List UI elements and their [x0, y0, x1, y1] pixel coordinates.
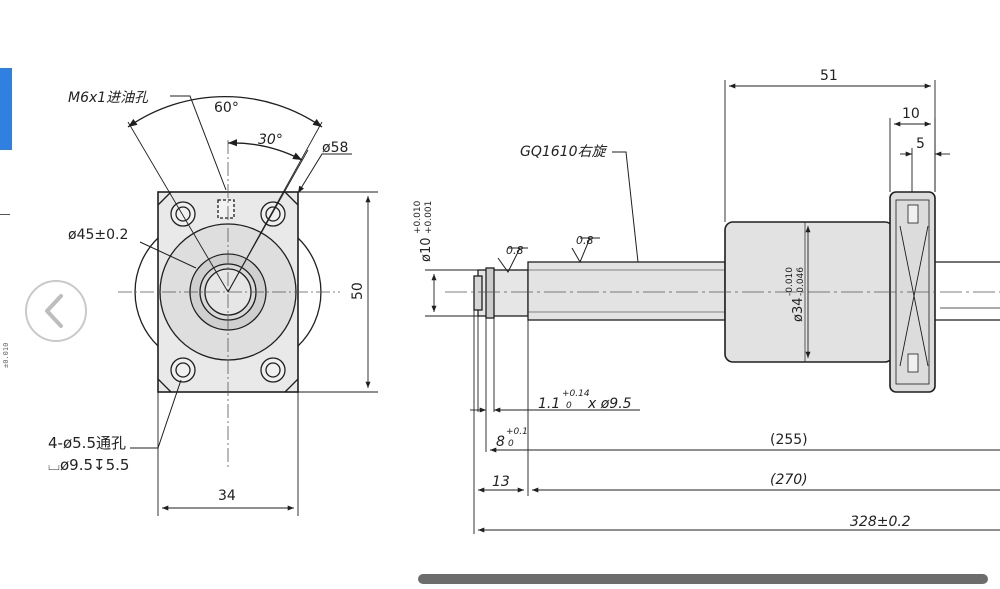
dia-10-lower-tol: +0.001 — [424, 201, 434, 234]
oil-hole-port — [217, 199, 235, 219]
flange-chamfer — [284, 191, 299, 206]
chevron-left-icon — [45, 294, 63, 328]
len-270-label: (270) — [770, 472, 808, 488]
len-10-label: 10 — [902, 106, 920, 122]
screw-shaft — [527, 261, 726, 321]
len-13-label: 13 — [492, 474, 510, 490]
flange-port — [907, 204, 919, 224]
dia-34-label-group: ø34 -0.010 -0.046 — [785, 267, 806, 322]
angle-60-label: 60° — [214, 100, 239, 116]
flange-chamfer — [157, 378, 172, 393]
dia-34-label: ø34 — [791, 298, 806, 323]
dia-58-label: ø58 — [322, 140, 348, 156]
roughness-label-2: 0.8 — [576, 234, 594, 247]
left-divider — [0, 214, 10, 215]
flange-centerlines — [118, 140, 340, 470]
edge-label: ±0.010 — [2, 342, 10, 368]
roughness-symbol-1 — [497, 247, 521, 273]
flange-end-view — [118, 95, 378, 516]
groove-upper-tol: +0.14 — [562, 389, 590, 399]
groove-lower-tol: 0 — [566, 401, 572, 411]
bolt-hole — [170, 357, 196, 383]
len-8-upper-tol: +0.1 — [506, 427, 528, 437]
width-34-label: 34 — [218, 488, 236, 504]
lower-dimensions — [470, 310, 1000, 534]
dim-50 — [298, 191, 378, 393]
len-8-lower-tol: 0 — [508, 439, 514, 449]
dia-45-label: ø45±0.2 — [68, 227, 128, 243]
flange-chamfer — [284, 378, 299, 393]
angle-30-label: 30° — [258, 132, 283, 148]
dia-10-label: ø10 — [419, 238, 434, 263]
bolt-hole — [170, 201, 196, 227]
oil-hole-label: M6x1进油孔 — [68, 90, 149, 106]
model-leader — [612, 151, 639, 263]
bolt-hole — [260, 201, 286, 227]
dim-dia10 — [425, 269, 478, 317]
len-328-label: 328±0.2 — [850, 514, 911, 530]
roughness-symbol-2 — [571, 237, 591, 264]
dia-34-lower-tol: -0.046 — [796, 267, 806, 296]
bolt-hole-inner — [175, 206, 191, 222]
flange-port — [907, 353, 919, 373]
prev-image-button[interactable] — [25, 280, 87, 342]
roughness-label-1: 0.8 — [506, 244, 524, 257]
angle-arc-30 — [227, 139, 303, 161]
len-5-label: 5 — [916, 136, 925, 152]
shaft-side-view — [425, 80, 1000, 534]
angle-arc-60 — [127, 95, 323, 128]
dia-34-upper-tol: -0.010 — [785, 267, 795, 296]
bolt-hole-inner — [175, 362, 191, 378]
flange-chamfer — [157, 191, 172, 206]
dia-10-upper-tol: +0.010 — [413, 200, 423, 234]
holes-spec-line1: 4-ø5.5通孔 — [48, 434, 126, 452]
dim-5 — [900, 148, 950, 192]
model-label: GQ1610右旋 — [520, 144, 607, 160]
height-50-label: 50 — [350, 282, 366, 300]
bolt-hole — [260, 357, 286, 383]
groove-dia-label: x ø9.5 — [587, 396, 632, 412]
retaining-groove — [485, 267, 495, 319]
shaft-tip — [473, 275, 483, 311]
dia45-leader — [139, 241, 197, 269]
side-tab[interactable] — [0, 68, 12, 150]
len-8-label: 8 — [496, 434, 505, 450]
dia-10-label-group: ø10 +0.010 +0.001 — [413, 200, 434, 262]
dim-10 — [889, 118, 936, 192]
holes-spec-line2: ⌴ø9.5↧5.5 — [48, 456, 129, 474]
bolt-hole-inner — [265, 206, 281, 222]
horizontal-scrollbar[interactable] — [418, 574, 988, 584]
groove-width-label: 1.1 — [538, 396, 560, 412]
len-8-label-group: 8 +0.1 0 — [496, 427, 528, 450]
dia58-leader — [297, 153, 352, 194]
flange-cross — [899, 225, 929, 367]
dim-34 — [157, 392, 299, 516]
bolt-hole-inner — [265, 362, 281, 378]
len-255-label: (255) — [770, 432, 808, 448]
oil-hole-leader — [170, 95, 227, 191]
groove-label-group: 1.1 +0.14 0 x ø9.5 — [538, 389, 632, 412]
len-51-label: 51 — [820, 68, 838, 84]
